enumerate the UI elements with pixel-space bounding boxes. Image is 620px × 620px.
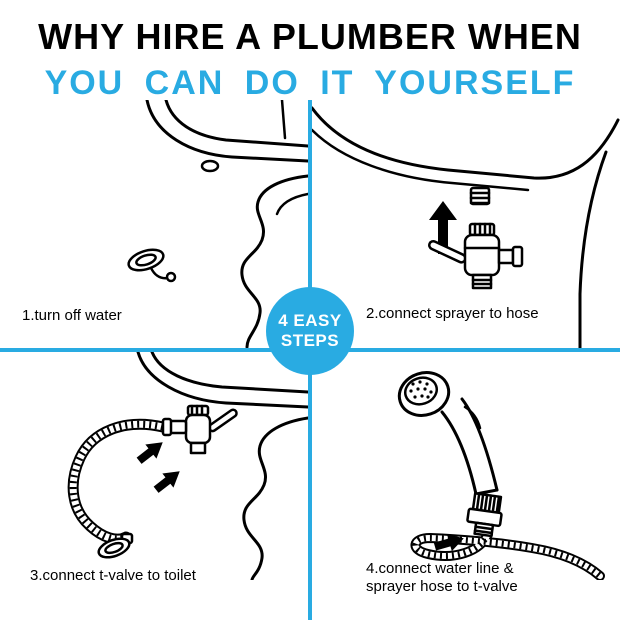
arrow-icon (153, 471, 180, 493)
bidet-sprayer-head (397, 371, 451, 417)
step4-illustration (397, 371, 605, 580)
step2-caption: 2.connect sprayer to hose (366, 305, 539, 322)
arrow-icon (136, 442, 163, 464)
toilet-tank-outline (145, 100, 308, 173)
step2-illustration (312, 106, 620, 348)
step1-illustration (127, 100, 308, 348)
step1-caption: 1.turn off water (22, 307, 122, 324)
tank-inlet-threads (469, 186, 491, 206)
step3-illustration (67, 352, 308, 580)
braided-hose (67, 418, 169, 545)
headline-blue: YOU CAN DO IT YOURSELF (44, 64, 576, 102)
hose-connector (466, 492, 503, 538)
step4-caption: 4.connect water line & sprayer hose to t… (366, 560, 518, 596)
step4-caption-line1: 4.connect water line & (366, 560, 514, 577)
badge-line1: 4 EASY (278, 311, 342, 331)
center-steps-badge: 4 EASY STEPS (266, 287, 354, 375)
toilet-tank-outline (312, 106, 620, 348)
t-valve (161, 404, 238, 455)
toilet-bowl-contour (240, 174, 308, 348)
arrow-icon (433, 533, 464, 552)
up-arrow-icon (429, 201, 457, 254)
step4-caption-line2: sprayer hose to t-valve (366, 578, 518, 595)
step3-caption: 3.connect t-valve to toilet (30, 567, 196, 584)
t-valve (428, 222, 524, 290)
water-shutoff-valve-icon (97, 532, 134, 559)
sprayer-handle (440, 397, 499, 496)
toilet-tank-outline (136, 352, 308, 409)
badge-line2: STEPS (280, 331, 340, 350)
headline-black: WHY HIRE A PLUMBER WHEN (38, 16, 582, 57)
toilet-bowl-contour (242, 416, 308, 580)
water-shutoff-valve-icon (127, 248, 177, 283)
sprayer-hose (410, 529, 605, 580)
